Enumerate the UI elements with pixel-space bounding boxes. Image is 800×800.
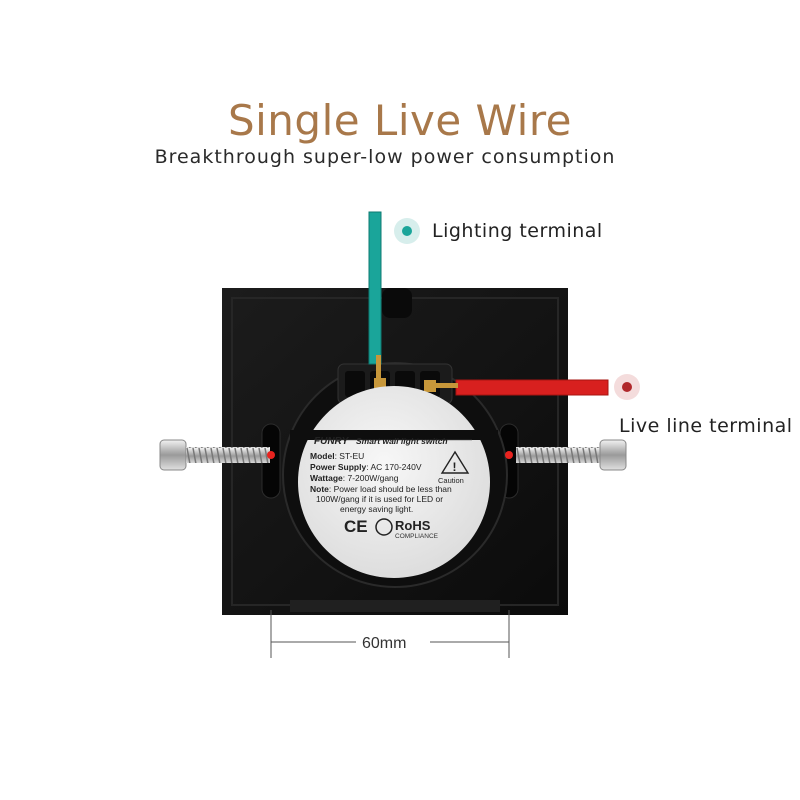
compliance-text: COMPLIANCE [395,533,439,540]
model-key: Model [310,451,335,461]
note-line-3: energy saving light. [340,504,413,514]
supply-key: Power Supply [310,462,366,472]
svg-text:Note: Power load should be les: Note: Power load should be less than [310,484,452,494]
teal-dot-icon [394,218,420,244]
page-title: Single Live Wire [227,96,573,145]
wattage-value: : 7-200W/gang [343,473,399,483]
right-screw [516,439,627,471]
caution-text: Caution [438,476,464,485]
note-key: Note [310,484,329,494]
left-red-marker [267,451,275,459]
note-line-1: : Power load should be less than [329,484,452,494]
module-label: FUNRY Smart wall light switch Model: ST-… [290,386,498,578]
warning-triangle-icon: ! [440,450,470,474]
brand-logo: FUNRY [314,436,350,447]
red-live-wire [455,379,609,396]
left-screw [159,439,270,471]
right-red-marker [505,451,513,459]
rohs-mark: RoHS [395,518,431,533]
live-line-terminal-label: Live line terminal [619,415,793,437]
ce-mark: CE [344,517,368,536]
model-value: : ST-EU [335,451,365,461]
supply-value: : AC 170-240V [366,462,422,472]
lighting-terminal-label: Lighting terminal [432,220,603,242]
svg-text:!: ! [453,460,457,474]
dimension-line [270,610,510,658]
svg-text:Power Supply: AC 170-240V: Power Supply: AC 170-240V [310,462,422,472]
product-name: Smart wall light switch [356,436,448,446]
red-dot-icon [614,374,640,400]
teal-lighting-wire [368,211,382,365]
dimension-label: 60mm [362,635,406,652]
page-subtitle: Breakthrough super-low power consumption [154,146,616,168]
wattage-key: Wattage [310,473,343,483]
svg-text:Model: ST-EU: Model: ST-EU [310,451,364,461]
svg-text:Wattage: 7-200W/gang: Wattage: 7-200W/gang [310,473,399,483]
note-line-2: 100W/gang if it is used for LED or [316,494,443,504]
rohs-check-icon [375,518,393,536]
